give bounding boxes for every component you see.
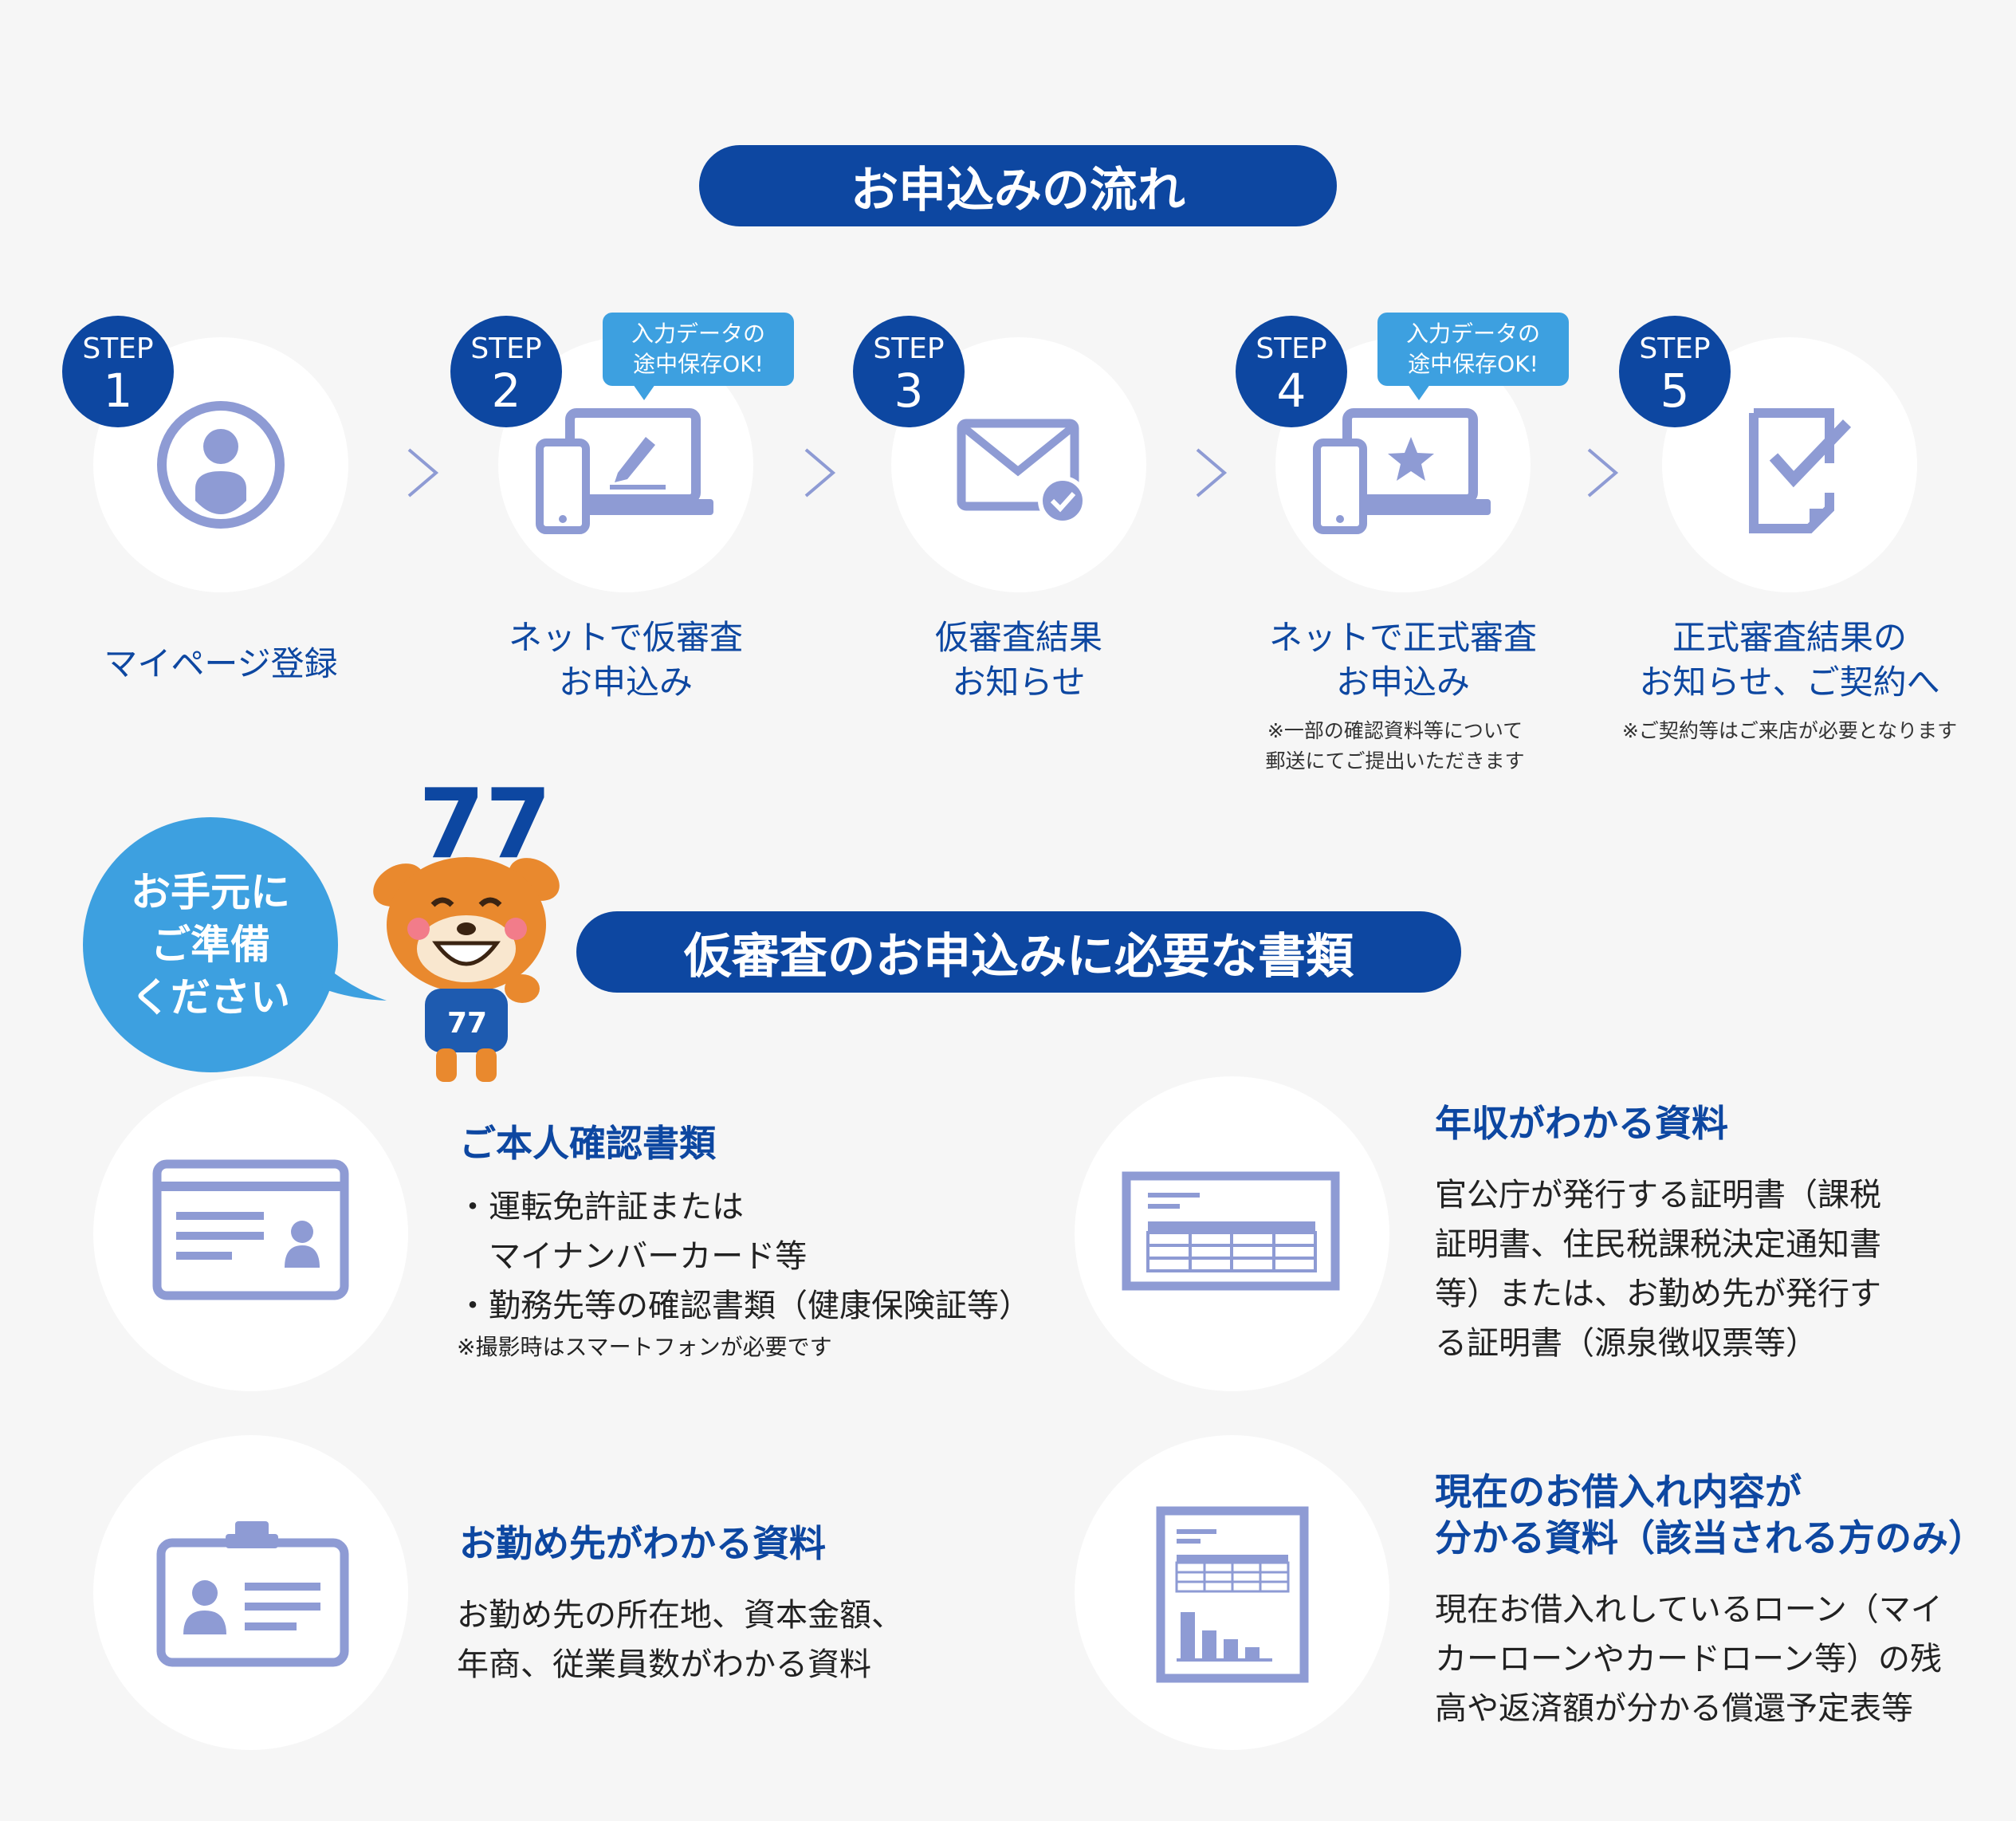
mascot-deer-icon: 77 77 [373, 785, 560, 1082]
doc-loans-title: 現在のお借入れ内容が 分かる資料（該当される方のみ） [1435, 1470, 1985, 1559]
step-2-label: ネットで仮審査 お申込み [508, 618, 743, 702]
speech-tail-icon [319, 961, 387, 1001]
mail-check-icon [957, 419, 1087, 525]
devices-star-icon [1313, 408, 1491, 534]
doc-employer-body: お勤め先の所在地、資本金額、 年商、従業員数がわかる資料 [457, 1597, 903, 1683]
step-5-note: ※ご契約等はご来店が必要となります [1621, 719, 1958, 742]
step-3-label: 仮審査結果 お知らせ [934, 618, 1102, 702]
document-check-icon [1749, 408, 1852, 533]
id-card-icon [152, 1159, 349, 1300]
step-4-label: ネットで正式審査 お申込み [1268, 618, 1537, 702]
mascot-shirt-text: 77 [447, 1007, 487, 1040]
chevron-right-icon [1196, 448, 1228, 498]
chevron-right-icon [407, 448, 439, 498]
save-ok-bubble: 入力データの途中保存OK! [1377, 313, 1569, 400]
doc-identity-body: ・運転免許証または マイナンバーカード等 ・勤務先等の確認書類（健康保険証等） … [457, 1189, 1031, 1360]
doc-loans-circle [1075, 1435, 1389, 1750]
doc-loans-body: 現在お借入れしているローン（マイ カーローンやカードローン等）の残 高や返済額が… [1435, 1591, 1943, 1727]
devices-pen-icon [536, 408, 713, 534]
doc-identity-title: ご本人確認書類 [459, 1122, 716, 1165]
step-5-label: 正式審査結果の お知らせ、ご契約へ [1639, 618, 1940, 702]
save-ok-bubble: 入力データの途中保存OK! [603, 313, 794, 400]
doc-identity-circle [93, 1076, 408, 1391]
flow-title: お申込みの流れ [699, 145, 1337, 226]
report-chart-icon [1156, 1506, 1309, 1683]
step-4-note: ※一部の確認資料等について 郵送にてご提出いただきます [1265, 719, 1525, 773]
doc-income-body: 官公庁が発行する証明書（課税 証明書、住民税課税決定通知書 等）または、お勤め先… [1435, 1177, 1881, 1362]
chevron-right-icon [804, 448, 836, 498]
chevron-right-icon [1587, 448, 1619, 498]
doc-income-circle [1075, 1076, 1389, 1391]
badge-card-icon [156, 1521, 349, 1667]
step-3-circle [891, 337, 1146, 592]
doc-employer-title: お勤め先がわかる資料 [459, 1522, 826, 1565]
person-icon [157, 401, 285, 529]
doc-income-title: 年収がわかる資料 [1435, 1102, 1728, 1145]
step-1-label: マイページ登録 [104, 644, 338, 683]
doc-employer-circle [93, 1435, 408, 1750]
prepare-speech-bubble: お手元に ご準備 ください [83, 817, 338, 1072]
docs-title: 仮審査のお申込みに必要な書類 [576, 911, 1461, 993]
spreadsheet-icon [1122, 1171, 1340, 1291]
